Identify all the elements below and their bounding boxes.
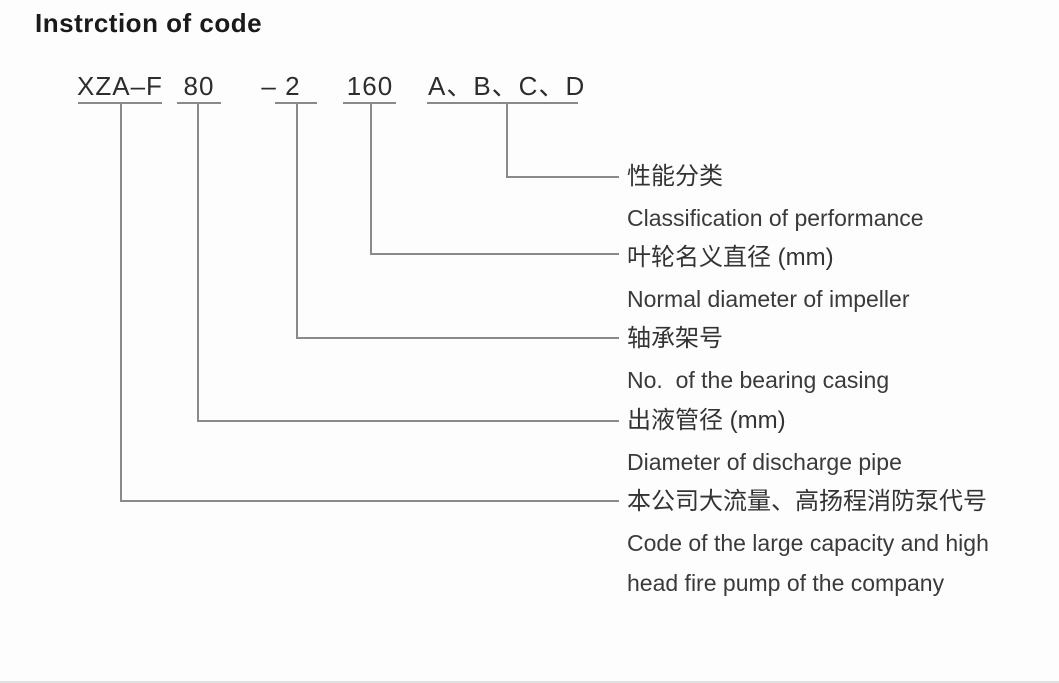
label-en-series-line2: head fire pump of the company (627, 570, 945, 596)
underline-discharge-diameter (177, 102, 221, 104)
label-zh-series: 本公司大流量、高扬程消防泵代号 (627, 488, 987, 515)
code-segment-series: XZA–F (77, 71, 163, 101)
label-zh-discharge-diameter: 出液管径 (mm) (627, 407, 786, 434)
connector-line-series (120, 104, 619, 502)
bottom-divider (0, 681, 1059, 683)
label-zh-performance-class: 性能分类 (627, 163, 723, 190)
underline-bearing-no (275, 102, 317, 104)
label-zh-bearing-no: 轴承架号 (627, 325, 723, 352)
code-segment-performance-class: A、B、C、D (428, 71, 586, 101)
underline-performance-class (427, 102, 578, 104)
code-segment-bearing-no: – 2 (261, 71, 301, 101)
label-zh-impeller-diameter: 叶轮名义直径 (mm) (627, 244, 834, 271)
connector-line-bearing-no (296, 104, 619, 339)
connector-line-impeller-diameter (370, 104, 619, 255)
code-segment-impeller-diameter: 160 (346, 71, 394, 101)
connector-line-discharge-diameter (197, 104, 619, 422)
label-en-performance-class: Classification of performance (627, 205, 924, 231)
connector-line-performance-class (506, 104, 619, 178)
code-segment-discharge-diameter: 80 (183, 71, 215, 101)
underline-impeller-diameter (343, 102, 396, 104)
underline-series (78, 102, 162, 104)
label-en-discharge-diameter: Diameter of discharge pipe (627, 449, 902, 475)
label-en-bearing-no: No. of the bearing casing (627, 367, 890, 393)
page-title: Instrction of code (35, 8, 263, 38)
label-en-series-line1: Code of the large capacity and high (627, 530, 989, 556)
label-en-impeller-diameter: Normal diameter of impeller (627, 286, 910, 312)
